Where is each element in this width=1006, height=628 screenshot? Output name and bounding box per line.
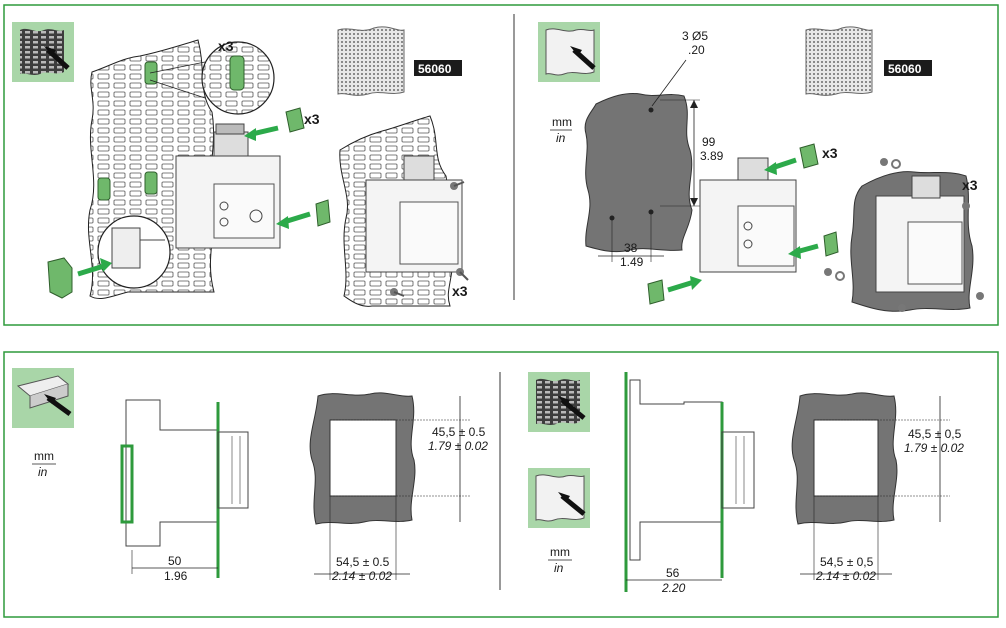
device-right-mounted xyxy=(875,175,965,293)
width-in: 1.49 xyxy=(620,255,644,269)
unit-mm-bl: mm xyxy=(34,449,54,463)
cutout-bl xyxy=(329,419,397,497)
kit-ref-badge-2 xyxy=(884,60,932,76)
flat-plate-icon-2 xyxy=(528,468,590,528)
unit-in-tr: in xyxy=(556,131,566,145)
drilling-plate xyxy=(584,93,693,253)
hole-3 xyxy=(609,215,615,221)
perforated-plate-icon-2 xyxy=(528,372,590,432)
hole-1 xyxy=(648,107,654,113)
screw-6 xyxy=(962,202,970,210)
depth-in-br: 2.20 xyxy=(661,581,686,595)
qty-clips: x3 xyxy=(218,38,234,54)
plate-clip-2 xyxy=(97,177,111,201)
arrow-clip-1 xyxy=(251,125,279,137)
top-left-section: x3 x3 560 xyxy=(12,22,469,307)
screw-2 xyxy=(390,288,405,297)
bottom-panel-frame xyxy=(3,351,999,618)
qty-clips-tr: x3 xyxy=(822,145,838,161)
plate-clip-3 xyxy=(144,171,158,195)
arrow-bracket xyxy=(77,263,105,277)
device-left-mounted xyxy=(365,155,463,273)
flat-plate-icon xyxy=(538,22,600,82)
cut-w-in-br: 2.14 ± 0.02 xyxy=(815,569,876,583)
cut-h-in-br: 1.79 ± 0.02 xyxy=(904,441,964,455)
fixing-kit-icon xyxy=(337,26,405,96)
depth-mm-bl: 50 xyxy=(168,554,182,568)
perforated-plate-icon xyxy=(12,22,74,82)
device-left xyxy=(175,123,281,249)
arrow-clip-5 xyxy=(667,279,695,293)
cut-w-in-bl: 2.14 ± 0.02 xyxy=(331,569,392,583)
screw-3 xyxy=(456,268,469,281)
cut-h-mm-bl: 45,5 ± 0.5 xyxy=(432,425,486,439)
cut-w-mm-bl: 54,5 ± 0.5 xyxy=(336,555,390,569)
unit-in-bl: in xyxy=(38,465,48,479)
bracket-part xyxy=(47,257,73,299)
screw-4 xyxy=(880,158,901,169)
unit-mm-tr: mm xyxy=(552,115,572,129)
bottom-right-section: mm in 56 2.20 45,5 ± 0,5 1.79 ± 0.02 54,… xyxy=(528,372,964,595)
depth-in-bl: 1.96 xyxy=(164,569,188,583)
fixing-kit-icon-2 xyxy=(805,26,873,96)
kit-ref-badge xyxy=(414,60,462,76)
height-mm: 99 xyxy=(702,135,716,149)
unit-mm-br: mm xyxy=(550,545,570,559)
bottom-left-section: mm in 50 1.96 45,5 ± 0.5 1.79 ± 0.02 54,… xyxy=(12,368,488,583)
device-right xyxy=(699,157,797,273)
side-view-panel xyxy=(624,372,755,592)
holes-in: .20 xyxy=(688,43,705,57)
unit-in-br: in xyxy=(554,561,564,575)
clip-part-2 xyxy=(315,199,331,227)
height-in: 3.89 xyxy=(700,149,724,163)
cut-h-mm-br: 45,5 ± 0,5 xyxy=(908,427,962,441)
cut-h-in-bl: 1.79 ± 0.02 xyxy=(428,439,488,453)
cut-w-mm-br: 54,5 ± 0,5 xyxy=(820,555,874,569)
screw-1 xyxy=(450,181,465,190)
qty-screws: x3 xyxy=(452,283,468,299)
side-view-din xyxy=(120,399,249,578)
width-mm: 38 xyxy=(624,241,638,255)
kit-ref-2: 56060 xyxy=(888,62,922,76)
cutout-br xyxy=(813,419,879,497)
kit-ref: 56060 xyxy=(418,62,452,76)
screw-8 xyxy=(898,304,906,312)
screw-5 xyxy=(824,268,845,281)
qty-brackets: x3 xyxy=(304,111,320,127)
top-panel-frame xyxy=(3,4,999,326)
din-rail-icon xyxy=(12,368,74,428)
clip-part-1 xyxy=(285,107,305,133)
hole-2 xyxy=(648,209,654,215)
depth-mm-br: 56 xyxy=(666,566,680,580)
top-right-section: mm in 3 Ø5 .20 99 3.89 38 1.49 xyxy=(538,22,984,312)
screw-7 xyxy=(976,292,984,300)
clip-part-5 xyxy=(647,279,665,305)
clip-part-3 xyxy=(799,143,819,169)
clip-part-4 xyxy=(823,231,839,257)
qty-screws-tr: x3 xyxy=(962,177,978,193)
holes-mm: 3 Ø5 xyxy=(682,29,708,43)
